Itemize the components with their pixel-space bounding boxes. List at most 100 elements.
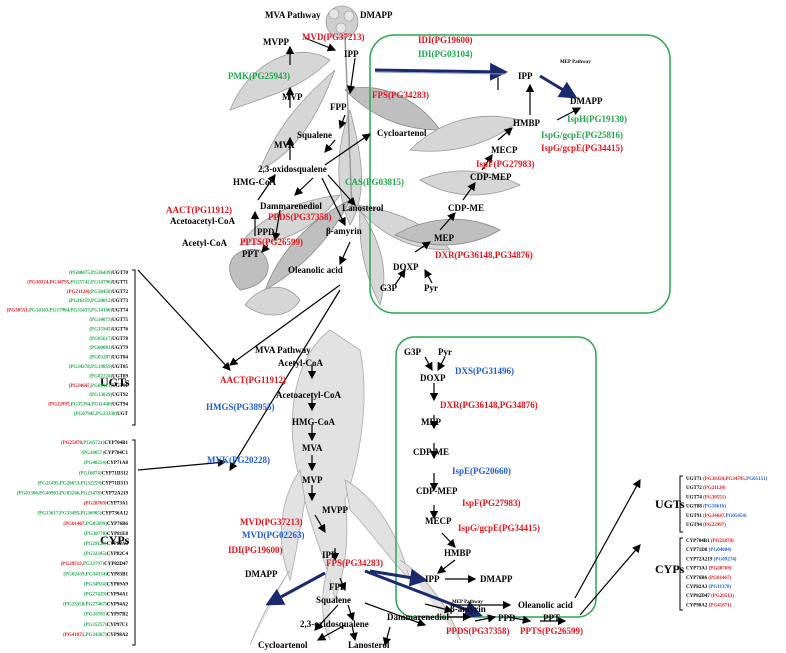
left-cyps-row: (PG29513,PG33797)CYP82D47 [61, 562, 129, 567]
left-cyps-row: (PG25870,PG05721)CYP704B1 [61, 441, 129, 446]
left-ugts-row: (PG21124)(PG30450)UGT72 [67, 290, 129, 295]
gene-segment: UGT91 [686, 514, 703, 519]
gene-segment: CYP82A3 [107, 542, 129, 547]
gene-segment: (PG29120) [84, 542, 107, 547]
gene-segment: UGT71 [112, 280, 128, 285]
label-top-cas: CAS(PG03815) [345, 177, 404, 187]
label-top-lanosterol: Lanosterol [342, 203, 384, 213]
label-mep_top-doxp: DOXP [393, 262, 419, 272]
label-mep_top-mep: MEP [434, 233, 454, 243]
right-ugts-row: UGT94 (PG22997) [686, 523, 726, 528]
gene-segment: PG33797) [83, 562, 104, 567]
label-bottom-mva_pathway: MVA Pathway [255, 345, 311, 355]
gene-segment: CYP82C4 [107, 552, 129, 557]
label-top-idi_g: IDI(PG03104) [418, 49, 473, 59]
gene-segment: CYP94A2 [107, 603, 129, 608]
gene-segment: UGT78 [112, 337, 128, 342]
ginseng-root [249, 329, 461, 646]
label-mep_top-cdpmep: CDP-MEP [470, 172, 512, 182]
gene-segment: (PG15945) [89, 327, 112, 332]
top-arrows [137, 37, 371, 472]
gene-segment: CYP81E8 [107, 532, 129, 537]
label-mep_top-isph: IspH(PG19130) [567, 114, 627, 124]
gene-segment: (PG41871) [709, 603, 732, 608]
label-bottom-dammarenediol: Dammarenediol [387, 612, 449, 622]
label-top-pmk: PMK(PG25943) [228, 71, 290, 81]
right-cyps-row: CYP71D8 (PG04084) [686, 548, 732, 553]
label-mep_bottom-dmapp: DMAPP [480, 574, 513, 584]
label-top-ppds: PPDS(PG37358) [268, 212, 332, 222]
label-mep_bottom-hmbp: HMBP [444, 548, 471, 558]
gene-segment: CYP98A2 [107, 633, 129, 638]
label-bottom-squalene: Squalene [316, 595, 351, 605]
gene-segment: (PG09274) [714, 557, 737, 562]
right-ugts-row: UGT74 (PG30551) [686, 495, 726, 500]
label-mep_top-ipp: IPP [518, 71, 533, 81]
label-bottom-ipp: IPP [322, 550, 337, 560]
label-mep_bottom-cdpme: CDP-ME [413, 447, 449, 457]
gene-segment: (PG34647, [69, 384, 92, 389]
gene-segment: CYP83B1 [107, 572, 129, 577]
gene-segment: CYP97C1 [107, 623, 129, 628]
gene-segment: UGT85 [112, 365, 128, 370]
gene-segment: (PG01467, [63, 522, 86, 527]
gene-segment: CYP89A9 [107, 582, 129, 587]
label-bottom-mvp: MVP [302, 475, 323, 485]
gene-segment: (PG02439,PG34334) [63, 572, 107, 577]
gene-segment: (PG01306,PG40963,PG03246,PG23478) [17, 492, 102, 497]
gene-segment: (PG30450) [89, 290, 112, 295]
label-mep_bottom-title: MEP Pathway [452, 600, 483, 605]
bottom-arrows [265, 365, 641, 647]
gene-segment: (PG41871, [63, 633, 86, 638]
label-top-oxido: 2,3-oxidosqualene [258, 164, 327, 174]
label-top-mvd: MVD(PG37213) [302, 32, 365, 42]
right-cyps-row: CYP704B1 (PG25870) [686, 539, 734, 544]
label-right_ugt_label: UGTs [655, 497, 685, 511]
gene-segment: (PG00083) [89, 346, 112, 351]
gene-segment: CYP71D313 [102, 481, 129, 486]
gene-segment: CYP736A12 [102, 512, 129, 517]
gene-segment: UGT88 [686, 505, 703, 510]
label-bottom-idi: IDI(PG19600) [228, 545, 283, 555]
gene-segment: (PG21124) [67, 290, 90, 295]
left-ugts-row: (PG34073)UGT75 [89, 318, 128, 323]
gene-segment: UGT94 [112, 403, 128, 408]
label-top-dammarenediol: Dammarenediol [260, 201, 322, 211]
gene-segment: CYP73A1 [686, 567, 709, 572]
gene-segment: PG25742,PG34796) [70, 280, 112, 285]
left-cyps-row: (PG27429)CYP94A1 [84, 593, 129, 598]
left-cyps-row: (PG10057)CYP704C1 [81, 451, 128, 456]
right-ugts-row: UGT71 (PG30324,PG34795,PG05151) [686, 477, 768, 482]
label-bottom-bamyrin: β-amyrin [450, 604, 486, 614]
right-cyps-row: CYP73A1 (PG28769) [686, 567, 732, 572]
gene-segment: (PG30551, [7, 309, 30, 314]
gene-segment: CYP82D47 [686, 594, 711, 599]
label-top-fps: FPS(PG34283) [372, 90, 429, 100]
gene-segment: UGT73 [112, 299, 128, 304]
mep-top-arrows [374, 62, 582, 286]
gene-segment: CYP72A219 [686, 557, 714, 562]
label-bottom-acetoacetyl: Acetoacetyl-CoA [276, 390, 341, 400]
label-top-ppts: PPTS(PG26599) [240, 237, 303, 247]
gene-segment: (PG22997, [48, 403, 71, 408]
gene-segment: (PG23358,PG27467) [63, 603, 107, 608]
label-mep_bottom-dxr: DXR(PG36148,PG34876) [440, 400, 538, 410]
gene-segment: UGT76 [112, 327, 128, 332]
label-bottom-ppds: PPDS(PG37358) [446, 626, 510, 636]
gene-segment: CYP71D312 [102, 471, 129, 476]
gene-segment: PG05151) [746, 477, 767, 482]
gene-segment: (PG21124) [703, 486, 726, 491]
gene-segment: UGT [117, 412, 129, 417]
label-mep_bottom-doxp: DOXP [420, 373, 446, 383]
label-top-idi_r: IDI(PG19600) [418, 35, 473, 45]
left-cyps-row: (PG13617,PG33495,PG36905)CYP736A12 [37, 512, 128, 517]
label-top-cycloartenol: Cycloartenol [377, 128, 427, 138]
label-mep_bottom-pyr: Pyr [438, 347, 452, 357]
label-bottom-ppd: PPD [498, 613, 516, 623]
gene-segment: CYP98A2 [686, 603, 709, 608]
label-bottom-fps: FPS(PG34283) [326, 558, 383, 568]
gene-segment: (PG34924) [84, 582, 107, 587]
right-ugts-row: UGT72 (PG21124) [686, 486, 726, 491]
label-bottom-mvk: MVK(PG20228) [207, 455, 270, 465]
